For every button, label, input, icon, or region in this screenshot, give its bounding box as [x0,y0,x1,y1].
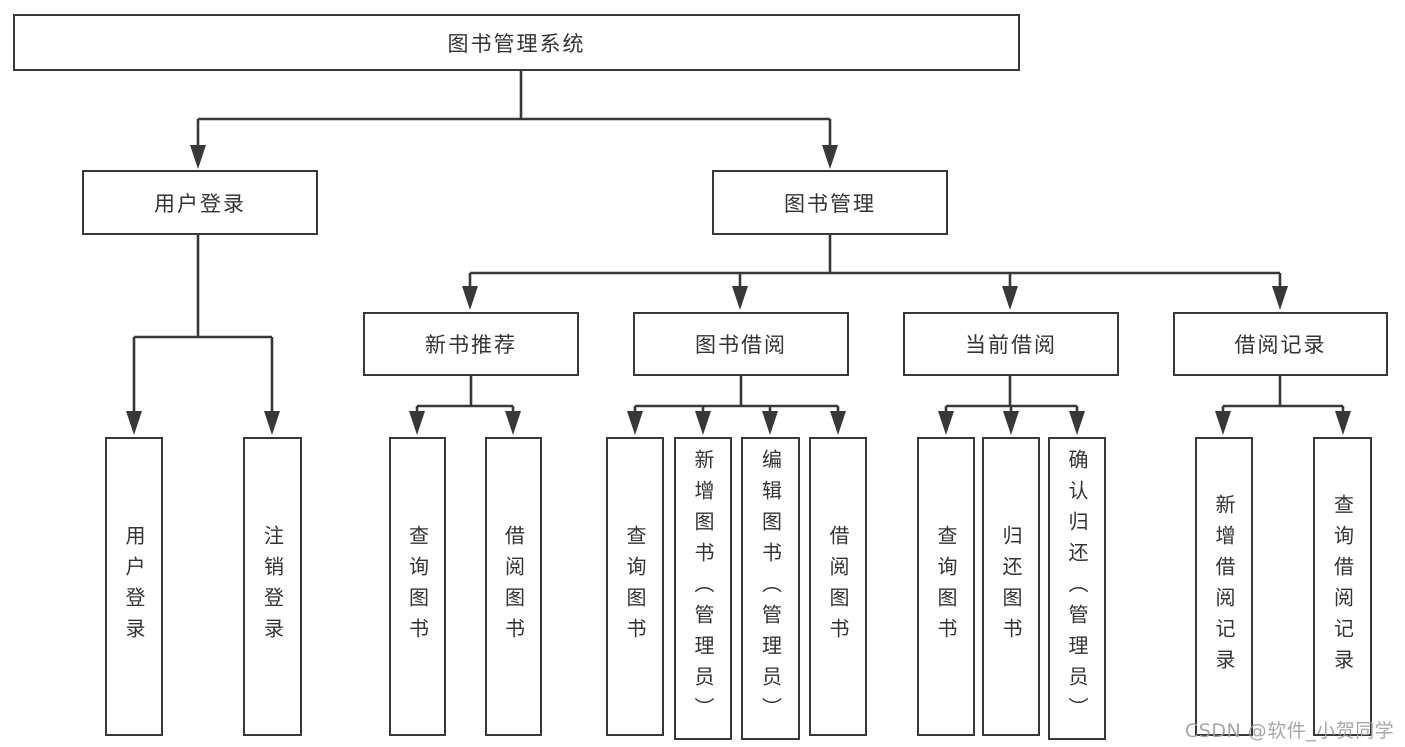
node-book-borrow: 图书借阅 [633,312,849,376]
node-root: 图书管理系统 [13,14,1020,71]
node-borrow-records-label: 借阅记录 [1234,333,1327,357]
node-new-book-recommend-label: 新书推荐 [425,333,517,357]
leaf-query-borrow-record-label: 查询借阅记录 [1330,493,1355,680]
connector-new-book-recommend [409,376,521,435]
leaf-confirm-return-admin-label: 确认归还（管理员） [1065,449,1089,728]
node-book-management-label: 图书管理 [784,191,876,216]
connector-current-borrow [938,376,1085,435]
leaf-logout-label: 注销登录 [260,524,285,649]
leaf-return-book: 归还图书 [982,437,1040,736]
leaf-query-books-borrow-label: 查询图书 [623,524,647,649]
leaf-add-book-admin-label: 新增图书（管理员） [691,449,715,728]
leaf-query-books-recommend: 查询图书 [389,437,446,736]
node-book-borrow-label: 图书借阅 [695,333,787,357]
leaf-query-books-current-label: 查询图书 [934,524,958,649]
leaf-borrow-books-2-label: 借阅图书 [826,524,850,649]
leaf-borrow-books-recommend: 借阅图书 [485,437,542,736]
leaf-add-book-admin: 新增图书（管理员） [674,437,732,740]
node-user-login-label: 用户登录 [154,191,246,216]
connector-user-login [126,235,280,435]
node-new-book-recommend: 新书推荐 [363,312,579,376]
connector-book-borrow [627,376,846,435]
leaf-logout: 注销登录 [243,437,302,736]
node-current-borrow-label: 当前借阅 [965,333,1057,357]
leaf-query-books-borrow: 查询图书 [606,437,664,736]
node-borrow-records: 借阅记录 [1173,312,1388,376]
leaf-query-books-recommend-label: 查询图书 [405,524,430,649]
csdn-watermark: CSDN @软件_小贺同学 [1185,720,1395,742]
leaf-borrow-books-recommend-label: 借阅图书 [501,524,526,649]
leaf-add-borrow-record: 新增借阅记录 [1195,437,1253,736]
leaf-edit-book-admin: 编辑图书（管理员） [741,437,800,740]
leaf-user-login: 用户登录 [105,437,163,736]
node-current-borrow: 当前借阅 [903,312,1119,376]
leaf-confirm-return-admin: 确认归还（管理员） [1048,437,1106,740]
node-root-label: 图书管理系统 [447,31,586,56]
leaf-edit-book-admin-label: 编辑图书（管理员） [758,449,783,728]
connector-borrow-records [1215,376,1351,435]
node-book-management: 图书管理 [712,170,948,235]
connector-root [190,70,838,169]
leaf-user-login-label: 用户登录 [122,524,146,649]
leaf-return-book-label: 归还图书 [999,524,1023,649]
leaf-add-borrow-record-label: 新增借阅记录 [1212,493,1236,680]
leaf-query-books-current: 查询图书 [917,437,975,736]
leaf-borrow-books-2: 借阅图书 [809,437,867,736]
node-user-login: 用户登录 [82,170,318,235]
connector-book-management [462,235,1288,310]
leaf-query-borrow-record: 查询借阅记录 [1313,437,1372,736]
